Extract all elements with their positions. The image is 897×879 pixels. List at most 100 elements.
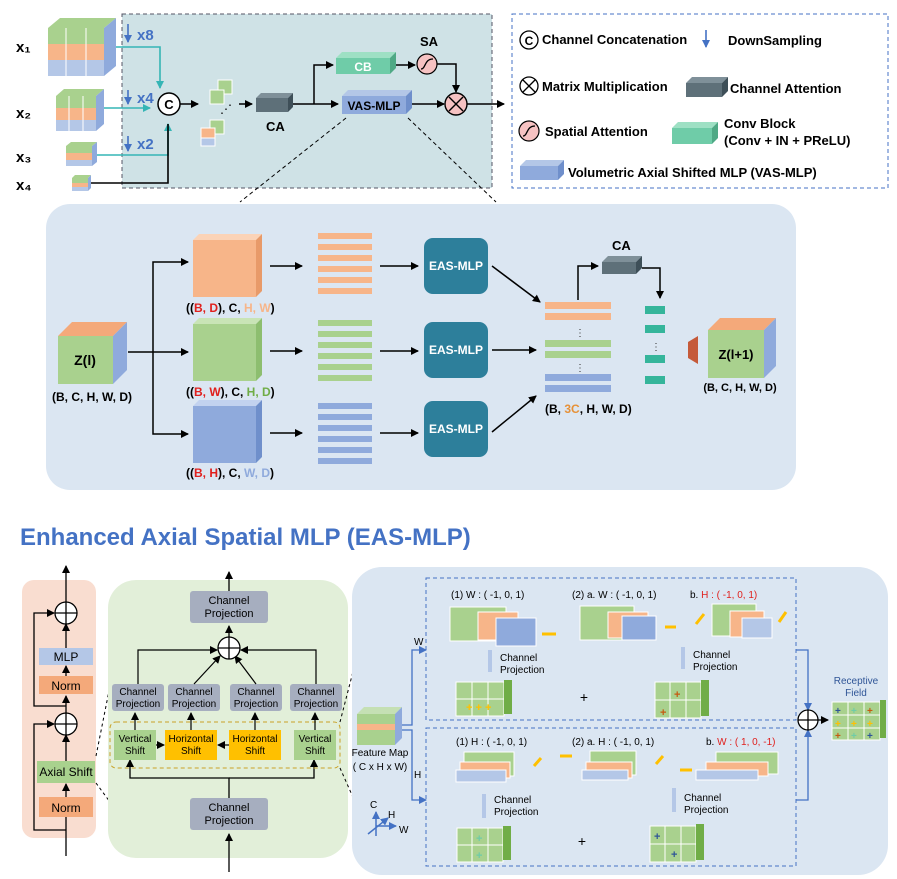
- h-shift-cube-3: [695, 751, 779, 781]
- branch-w-volume: [193, 318, 262, 381]
- legend-spatial-attention: Spatial Attention: [545, 124, 648, 139]
- ca-inner-label: CA: [612, 238, 631, 253]
- vertical-shift-1: [114, 730, 156, 760]
- svg-text:+: +: [660, 707, 666, 719]
- svg-text:+: +: [674, 689, 680, 701]
- cb-block: [336, 52, 396, 74]
- h-result-grid-1: + +: [456, 826, 511, 863]
- legend-channel-attention: Channel Attention: [730, 81, 842, 96]
- channel-projection-4: [290, 684, 342, 711]
- eas-mlp-block-3: [424, 401, 488, 457]
- axis-indicator-icon: [367, 811, 397, 836]
- vas-mlp-block: [342, 90, 412, 114]
- vas-detail-panel: [46, 204, 796, 490]
- output-volume-shape: (B, C, H, W, D): [703, 382, 777, 394]
- svg-text:+: +: [867, 719, 873, 730]
- branch-w-shape: ((B, W), C, H, D): [186, 385, 275, 399]
- w-result-grid-2: + +: [654, 680, 709, 719]
- svg-text:⋮: ⋮: [575, 363, 585, 374]
- cp2-line1: Channel: [175, 687, 212, 698]
- svg-text:+ + +: + + +: [466, 702, 491, 714]
- w-result-grid-1: + + +: [455, 680, 512, 717]
- connector-x1: [116, 46, 164, 89]
- output-volume-label: Z(l+1): [718, 347, 753, 362]
- w-shift-cube-2: [579, 605, 657, 641]
- channel-projection-1: [112, 684, 164, 711]
- input-cube-x1: [48, 18, 116, 76]
- h-branch-label: H: [414, 770, 421, 781]
- sa-icon: [416, 53, 438, 75]
- branch-d-shape: ((B, D), C, H, W): [186, 301, 275, 315]
- h-result-grid-2: + +: [649, 824, 704, 863]
- shift-group: [109, 721, 341, 769]
- channel-projection-out-line2: Projection: [205, 608, 254, 620]
- cp3-line1: Channel: [237, 687, 274, 698]
- legend-conv-block: Conv Block: [724, 116, 796, 131]
- svg-text:EAS-MLP: EAS-MLP: [429, 343, 483, 357]
- w-proj-2-line1: Channel: [693, 650, 730, 661]
- horizontal-shift-1: [165, 730, 217, 760]
- w-branch-label: W: [414, 637, 424, 648]
- connector-x4: [91, 124, 169, 184]
- h-proj-1-line2: Projection: [494, 807, 538, 818]
- axial-shift-block: [37, 761, 95, 783]
- concat-stripes: ⋮ ⋮: [545, 302, 611, 392]
- cp4-line2: Projection: [294, 699, 338, 710]
- h-step-3: b. W : ( 1, 0, -1): [706, 737, 775, 748]
- input-cube-x2: [56, 89, 104, 131]
- horizontal-shift-1-line1: Horizontal: [168, 734, 213, 745]
- label-x1: x₁: [16, 39, 31, 56]
- h-step-1: (1) H : ( -1, 0, 1): [456, 737, 527, 748]
- concat-symbol: C: [164, 97, 174, 112]
- svg-text:+: +: [851, 719, 857, 730]
- legend-vas-mlp: Volumetric Axial Shifted MLP (VAS-MLP): [568, 165, 817, 180]
- norm-block-2: [39, 676, 93, 694]
- svg-text:+: +: [851, 706, 857, 717]
- w-shift-cube-1: [449, 606, 537, 647]
- ca-label: CA: [266, 119, 285, 134]
- channel-projection-in: [190, 798, 268, 830]
- branch-h-shape: ((B, H), C, W, D): [186, 466, 274, 480]
- svg-text:Norm: Norm: [51, 679, 80, 693]
- conv-block-legend-icon: [672, 122, 718, 144]
- branch-h-volume: [193, 400, 262, 463]
- cb-label: CB: [354, 60, 372, 74]
- stacked-cubes: ⋰: [200, 79, 233, 147]
- norm-block-1: [39, 797, 93, 817]
- sa-legend-icon: [518, 120, 540, 142]
- vertical-shift-2-line1: Vertical: [299, 734, 332, 745]
- svg-text:+: +: [867, 706, 873, 717]
- svg-text:⋰: ⋰: [220, 102, 232, 116]
- legend-conv-block-detail: (Conv + IN + PReLU): [724, 133, 850, 148]
- stripes-blue: [318, 403, 372, 464]
- channel-projection-in-line2: Projection: [205, 815, 254, 827]
- vertical-shift-1-line1: Vertical: [119, 734, 152, 745]
- input-volume-cube: [58, 322, 127, 384]
- cp4-line1: Channel: [297, 687, 334, 698]
- feature-map-dims: ( C x H x W): [353, 762, 407, 773]
- downsample-x8: x8: [137, 27, 154, 44]
- svg-text:+: +: [671, 849, 677, 861]
- h-plus: +: [578, 833, 586, 849]
- h-proj-2-line2: Projection: [684, 805, 728, 816]
- h-proj-2-line1: Channel: [684, 793, 721, 804]
- horizontal-shift-2-line2: Shift: [245, 746, 265, 757]
- mlp-block: [39, 648, 93, 665]
- svg-text:+: +: [835, 719, 841, 730]
- svg-text:C: C: [525, 34, 534, 48]
- horizontal-shift-1-line2: Shift: [181, 746, 201, 757]
- w-step-1: (1) W : ( -1, 0, 1): [451, 590, 524, 601]
- svg-text:+: +: [867, 731, 873, 742]
- w-step-3: b. H : ( -1, 0, 1): [690, 590, 757, 601]
- channel-projection-out: [190, 591, 268, 623]
- svg-text:Norm: Norm: [51, 801, 80, 815]
- feature-map-label: Feature Map: [352, 748, 409, 759]
- svg-text:+: +: [654, 831, 660, 843]
- axis-c-label: C: [370, 800, 377, 811]
- eas-mlp-block-1: [424, 238, 488, 294]
- channel-projection-3: [230, 684, 282, 711]
- w-plus: +: [580, 689, 588, 705]
- vas-mlp-label: VAS-MLP: [347, 99, 400, 113]
- svg-text:⋮: ⋮: [575, 328, 585, 339]
